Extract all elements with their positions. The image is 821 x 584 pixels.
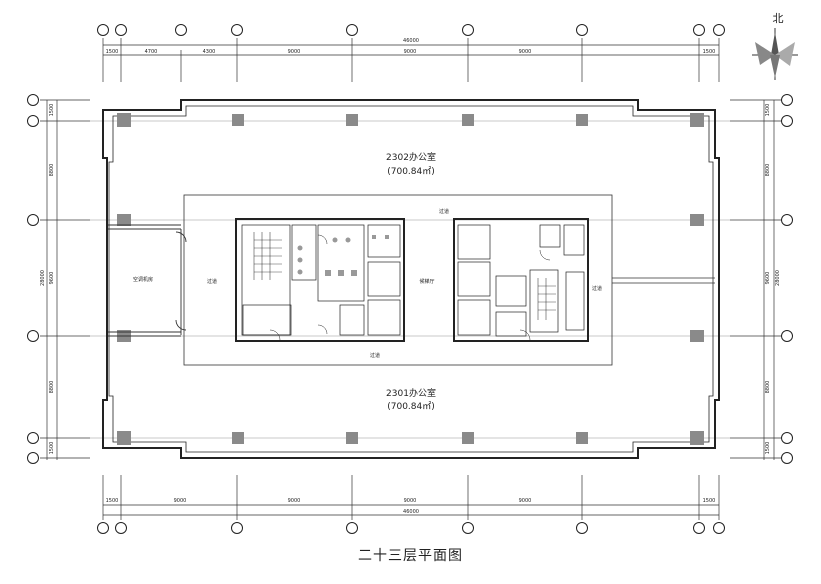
bottom-dimension-label: 1500 bbox=[106, 498, 119, 504]
aircon-room-label: 空调机房 bbox=[133, 276, 153, 283]
bottom-dimension-label: 9000 bbox=[174, 498, 187, 504]
left-dimension-label: 8800 bbox=[49, 164, 55, 177]
north-arrow: 北 bbox=[752, 12, 798, 80]
top-dimension-label: 9000 bbox=[288, 49, 301, 55]
corridor-label-east: 过道 bbox=[592, 285, 602, 292]
right-dimension-label: 1500 bbox=[765, 104, 771, 117]
bottom-dimension-label: 9000 bbox=[404, 498, 417, 504]
left-dimension-label: 8800 bbox=[49, 381, 55, 394]
right-dimension-label: 1500 bbox=[765, 442, 771, 455]
left-total-dimension: 28000 bbox=[40, 270, 46, 286]
core-corridor-zone bbox=[183, 194, 715, 366]
office-2301-area: (700.84㎡) bbox=[387, 401, 435, 412]
right-dimension-chain bbox=[730, 99, 781, 460]
drawing-title: 二十三层平面图 bbox=[358, 548, 463, 564]
right-core-block bbox=[453, 218, 589, 342]
left-core-block bbox=[235, 218, 405, 342]
office-2302-name: 2302办公室 bbox=[386, 151, 436, 163]
left-dimension-label: 1500 bbox=[49, 442, 55, 455]
left-dimension-label: 9600 bbox=[49, 272, 55, 285]
bottom-dimension-label: 1500 bbox=[703, 498, 716, 504]
bottom-axis-bubbles bbox=[97, 522, 725, 534]
left-dimension-label: 1500 bbox=[49, 104, 55, 117]
north-label: 北 bbox=[773, 12, 784, 25]
top-dimension-label: 4700 bbox=[145, 49, 158, 55]
corridor-label-south: 过道 bbox=[370, 352, 380, 359]
top-dimension-label: 9000 bbox=[519, 49, 532, 55]
lift-lobby-label: 候梯厅 bbox=[419, 278, 434, 285]
bottom-total-dimension: 46000 bbox=[403, 509, 419, 515]
top-dimension-label: 1500 bbox=[703, 49, 716, 55]
top-axis-bubbles bbox=[97, 24, 725, 36]
right-dimension-label: 8800 bbox=[765, 381, 771, 394]
right-dimension-label: 9600 bbox=[765, 272, 771, 285]
right-dimension-label: 8800 bbox=[765, 164, 771, 177]
left-dimension-chain bbox=[40, 99, 90, 460]
aircon-room bbox=[108, 224, 187, 337]
top-dimension-label: 1500 bbox=[106, 49, 119, 55]
bottom-dimension-label: 9000 bbox=[519, 498, 532, 504]
structural-columns bbox=[117, 113, 704, 445]
right-axis-bubbles bbox=[781, 94, 793, 464]
building-outline bbox=[102, 99, 720, 459]
bottom-dimension-label: 9000 bbox=[288, 498, 301, 504]
office-2302-area: (700.84㎡) bbox=[387, 166, 435, 177]
bottom-dimension-chain bbox=[102, 475, 720, 520]
left-core-fixtures bbox=[297, 235, 389, 276]
left-axis-bubbles bbox=[27, 94, 39, 464]
office-2301-name: 2301办公室 bbox=[386, 387, 436, 399]
top-dimension-label: 4300 bbox=[203, 49, 216, 55]
top-dimension-label: 9000 bbox=[404, 49, 417, 55]
top-total-dimension: 46000 bbox=[403, 38, 419, 44]
right-total-dimension: 28000 bbox=[775, 270, 781, 286]
corridor-label-west: 过道 bbox=[207, 278, 217, 285]
top-dimension-chain bbox=[102, 38, 720, 82]
corridor-label-north: 过道 bbox=[439, 208, 449, 215]
